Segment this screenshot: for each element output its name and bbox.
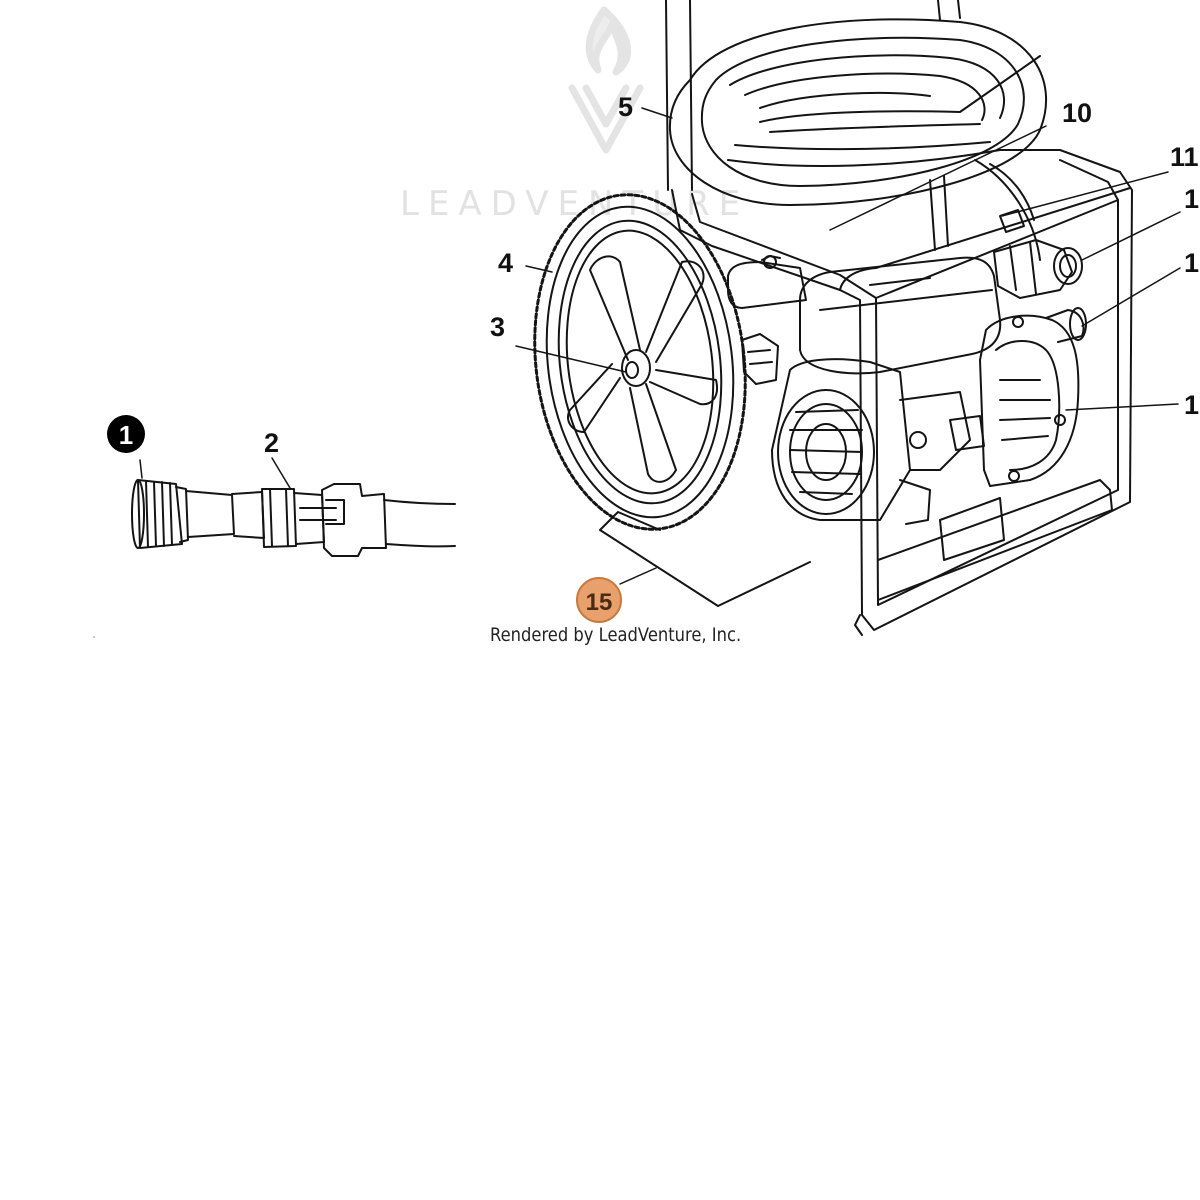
rear-wheel[interactable] (929, 159, 1041, 261)
recoil-starter[interactable] (777, 389, 875, 515)
callout-1[interactable]: 1 (107, 415, 145, 453)
callout-13-label[interactable]: 1 (1184, 248, 1199, 278)
callout-2-label[interactable]: 2 (264, 428, 279, 458)
leader-lines (139, 107, 1181, 585)
coiled-hose[interactable] (668, 18, 1048, 206)
pump-base-plate[interactable] (877, 479, 1113, 601)
callout-12-label[interactable]: 1 (1184, 184, 1199, 214)
callout-5-label[interactable]: 5 (618, 92, 633, 122)
pump-housing[interactable] (979, 209, 1087, 487)
ground-shadow (599, 511, 811, 607)
callout-15-label: 15 (586, 589, 613, 616)
leadventure-watermark: LEADVENTURE (400, 6, 749, 224)
callout-1-label: 1 (119, 420, 133, 450)
front-wheel[interactable] (516, 183, 763, 542)
nozzle-assembly[interactable] (131, 479, 456, 557)
wheel-hub[interactable] (621, 349, 651, 387)
callout-14-label[interactable]: 1 (1184, 390, 1199, 420)
callout-15-highlighted[interactable]: 15 (576, 577, 622, 623)
stray-mark (93, 636, 95, 638)
watermark-logo-icon (568, 6, 644, 154)
pump-cart-assembly[interactable] (516, 0, 1133, 636)
callout-11-label[interactable]: 11 (1170, 142, 1199, 172)
render-credit: Rendered by LeadVenture, Inc. (490, 624, 742, 646)
cart-handle[interactable] (665, 0, 961, 191)
callout-4-label[interactable]: 4 (498, 248, 513, 278)
callout-10-label[interactable]: 10 (1062, 98, 1092, 128)
callout-3-label[interactable]: 3 (490, 312, 505, 342)
engine[interactable] (727, 255, 1002, 525)
watermark-text: LEADVENTURE (400, 184, 749, 224)
